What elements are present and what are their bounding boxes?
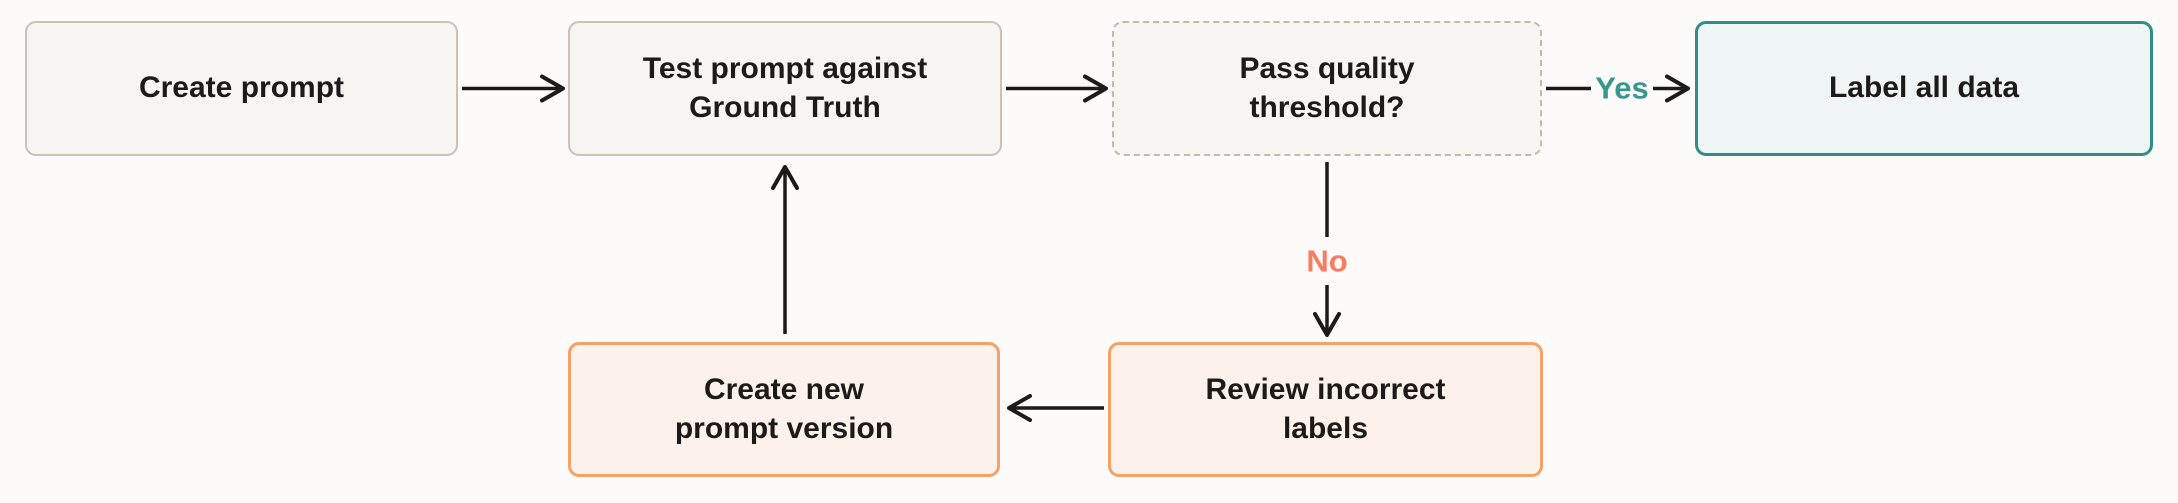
- node-pass-quality-threshold: Pass quality threshold?: [1112, 21, 1542, 156]
- node-test-prompt-against-ground-truth: Test prompt against Ground Truth: [568, 21, 1002, 156]
- node-create-new-prompt-label: Create new prompt version: [674, 373, 894, 445]
- node-create-prompt: Create prompt: [25, 21, 458, 156]
- node-label-all-data: Label all data: [1695, 21, 2153, 156]
- node-create-new-prompt-version: Create new prompt version: [568, 342, 1000, 477]
- edge-label-yes: Yes: [1595, 70, 1649, 106]
- node-test-prompt-label: Test prompt against Ground Truth: [642, 52, 928, 124]
- node-label-all-data-label: Label all data: [1828, 71, 2020, 105]
- node-review-incorrect-labels: Review incorrect labels: [1108, 342, 1543, 477]
- node-pass-quality-label: Pass quality threshold?: [1239, 52, 1415, 124]
- node-create-prompt-label: Create prompt: [138, 71, 345, 105]
- edge-label-no: No: [1306, 243, 1348, 279]
- node-review-incorrect-label: Review incorrect labels: [1205, 373, 1446, 445]
